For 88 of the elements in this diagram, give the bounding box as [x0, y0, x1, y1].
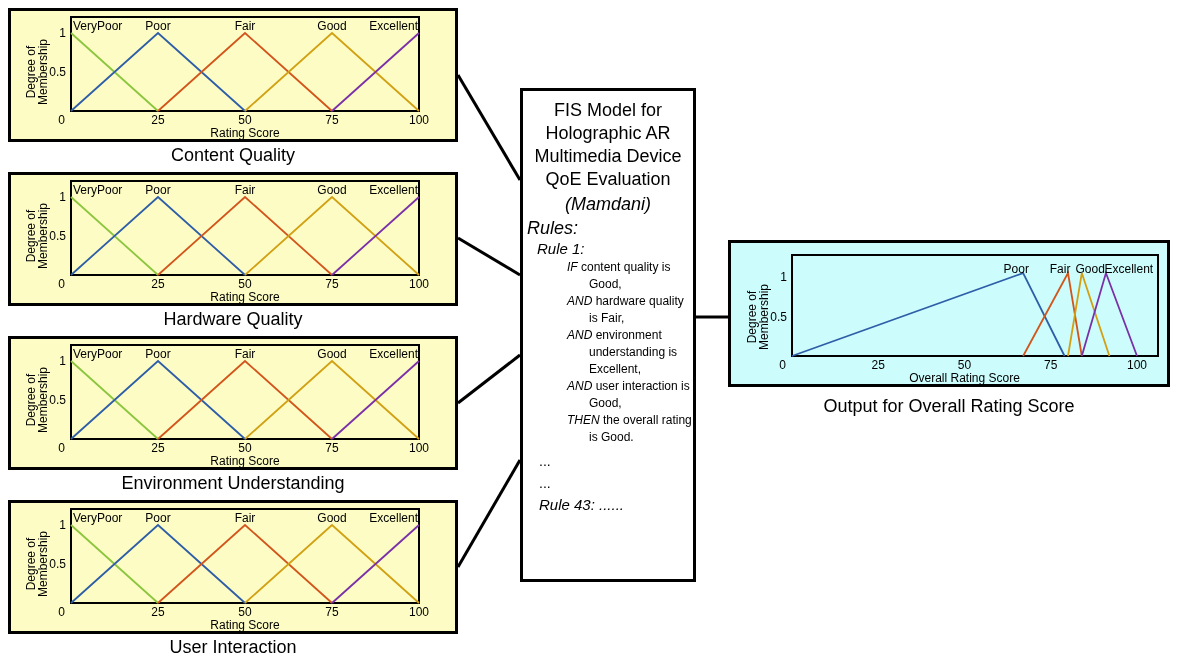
category-label: Good [317, 20, 347, 32]
axis-tick-label: 50 [238, 278, 252, 290]
category-label: VeryPoor [73, 348, 123, 360]
axis-tick-label: 75 [1044, 359, 1058, 371]
axis-title: Degree of Membership [746, 282, 770, 352]
axis-tick-label: 0.5 [49, 394, 66, 406]
connector-line [456, 74, 522, 181]
axis-tick-label: 50 [238, 442, 252, 454]
category-label: Fair [1049, 263, 1071, 275]
axis-title: Degree of Membership [25, 366, 49, 435]
category-label: Good [317, 348, 347, 360]
axis-title: Rating Score [210, 291, 280, 303]
axis-tick-label: 50 [957, 359, 972, 371]
axis-tick-label: 0.5 [49, 558, 66, 570]
category-label: VeryPoor [73, 20, 123, 32]
axis-tick-label: 100 [409, 114, 429, 126]
category-label: Fair [234, 20, 256, 32]
axis-tick-label: 1 [59, 191, 66, 203]
axis-tick-label: 0 [58, 114, 65, 126]
category-label: Poor [145, 512, 171, 524]
axis-tick-label: 0 [58, 606, 65, 618]
category-label: Good [317, 512, 347, 524]
model-title: FIS Model for Holographic AR Multimedia Device QoE Evaluation [533, 99, 683, 191]
axis-tick-label: 75 [325, 278, 339, 290]
category-label: VeryPoor [73, 512, 123, 524]
model-box [520, 88, 696, 582]
axis-tick-label: 0 [58, 278, 65, 290]
axis-tick-label: 25 [151, 278, 165, 290]
model-subtitle: (Mamdani) [564, 193, 652, 216]
axis-tick-label: 1 [59, 355, 66, 367]
axis-tick-label: 75 [325, 442, 339, 454]
axis-title: Rating Score [210, 455, 280, 467]
axis-tick-label: 25 [151, 606, 165, 618]
axis-tick-label: 0.5 [49, 66, 66, 78]
category-label: Poor [145, 20, 171, 32]
axis-tick-label: 1 [59, 519, 66, 531]
category-label: Excellent [369, 184, 418, 196]
axis-tick-label: 100 [409, 278, 429, 290]
axis-tick-label: 0.5 [49, 230, 66, 242]
axis-tick-label: 25 [871, 359, 885, 371]
connector-line [457, 353, 521, 405]
ellipsis-text: ... [538, 474, 552, 493]
axis-tick-label: 25 [151, 114, 165, 126]
axis-tick-label: 100 [409, 442, 429, 454]
rule-heading: Rule 43: ...... [538, 495, 626, 515]
category-label: Poor [145, 348, 171, 360]
rule-heading: Rule 1: [536, 239, 586, 259]
axis-title: Rating Score [210, 619, 280, 631]
category-label: Excellent [369, 20, 418, 32]
axis-tick-label: 100 [1127, 359, 1147, 371]
axis-tick-label: 0 [779, 359, 786, 371]
axis-tick-label: 1 [780, 271, 787, 283]
connector-line [456, 459, 522, 568]
panel-caption: Environment Understanding [121, 472, 345, 494]
panel-caption: Content Quality [170, 144, 296, 166]
category-label: Fair [234, 184, 256, 196]
category-label: Excellent [369, 512, 418, 524]
axis-tick-label: 0 [58, 442, 65, 454]
axis-title: Degree of Membership [25, 38, 49, 107]
category-label: Good [1075, 263, 1105, 275]
axis-tick-label: 75 [325, 606, 339, 618]
axis-tick-label: 25 [151, 442, 165, 454]
section-heading: Rules: [526, 217, 580, 239]
category-label: Poor [1003, 263, 1029, 275]
connector-line [457, 236, 521, 277]
axis-tick-label: 50 [238, 606, 252, 618]
axis-title: Degree of Membership [25, 202, 49, 271]
connector-line [696, 315, 728, 319]
axis-tick-label: 75 [325, 114, 339, 126]
category-label: Good [317, 184, 347, 196]
axis-title: Rating Score [210, 127, 280, 139]
axis-title: Degree of Membership [25, 530, 49, 599]
category-label: Fair [234, 348, 256, 360]
category-label: Excellent [369, 348, 418, 360]
panel-caption: Output for Overall Rating Score [823, 395, 1075, 417]
category-label: Poor [145, 184, 171, 196]
ellipsis-text: ... [538, 452, 552, 471]
category-label: Fair [234, 512, 256, 524]
axis-tick-label: 1 [59, 27, 66, 39]
category-label: Excellent [1104, 263, 1154, 275]
axis-title: Overall Rating Score [909, 372, 1020, 384]
panel-caption: User Interaction [169, 636, 297, 658]
category-label: VeryPoor [73, 184, 123, 196]
rule-clause: THEN the overall rating is Good. [566, 412, 693, 446]
panel-caption: Hardware Quality [163, 308, 303, 330]
axis-tick-label: 50 [238, 114, 252, 126]
axis-tick-label: 0.5 [770, 310, 787, 323]
axis-tick-label: 100 [409, 606, 429, 618]
